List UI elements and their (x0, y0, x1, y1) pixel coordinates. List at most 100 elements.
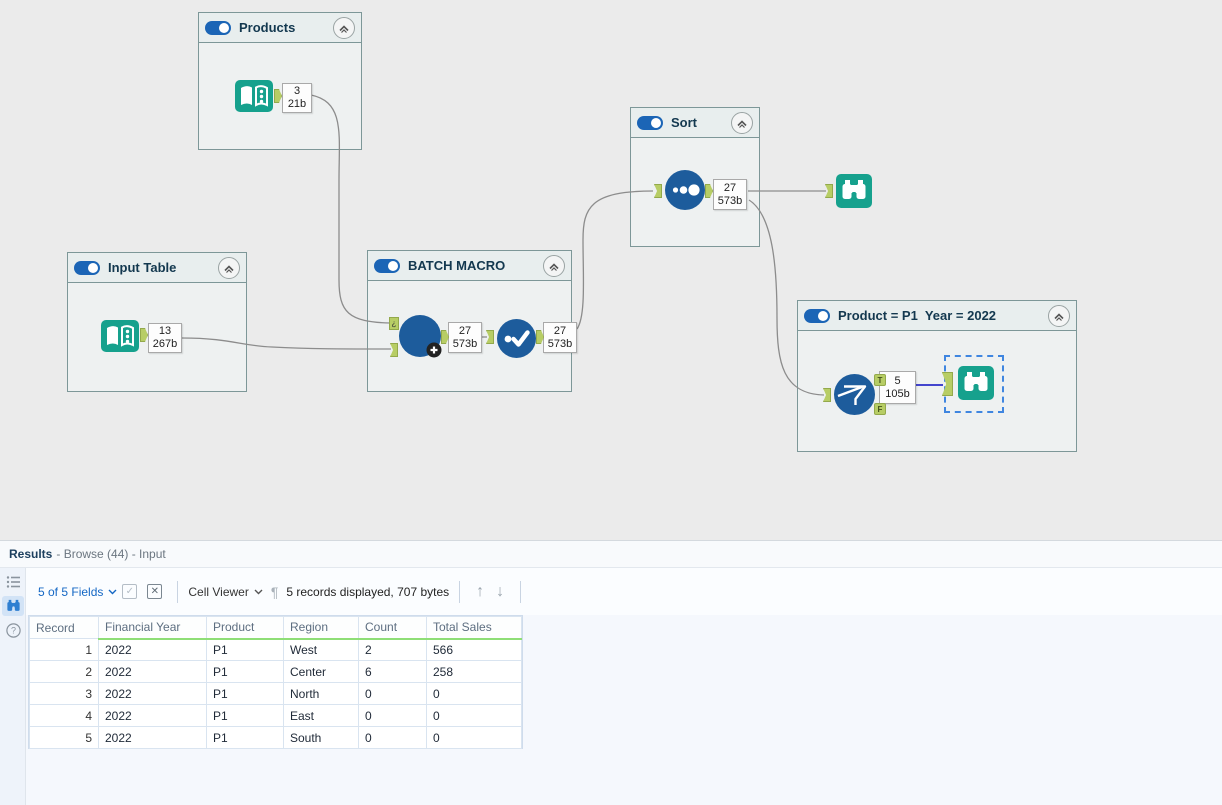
filter-tool[interactable] (834, 374, 875, 420)
input-data-tool-products[interactable] (234, 77, 274, 120)
cell-product[interactable]: P1 (206, 682, 284, 705)
cell-financial-year[interactable]: 2022 (98, 704, 207, 727)
chevron-up-icon (1054, 312, 1064, 321)
browse-tool-selected[interactable] (957, 364, 995, 407)
results-panel-header[interactable]: Results - Browse (44) - Input (0, 540, 1222, 568)
select-all-checkbox-icon[interactable]: ✓ (122, 584, 138, 599)
cell-record[interactable]: 1 (29, 638, 99, 661)
filter-funnel-icon (834, 374, 875, 415)
table-row[interactable]: 5 2022 P1 South 0 0 (29, 726, 522, 749)
clear-selection-icon[interactable]: ✕ (147, 584, 163, 599)
cell-financial-year[interactable]: 2022 (98, 638, 207, 661)
cell-total-sales[interactable]: 0 (426, 726, 522, 749)
container-sort-header[interactable]: Sort (631, 108, 759, 138)
column-header-product[interactable]: Product (206, 616, 284, 640)
output-anchor[interactable] (140, 328, 148, 342)
workflow-canvas[interactable]: Products Sort Input Table BATCH (0, 0, 1222, 540)
cell-count[interactable]: 2 (358, 638, 427, 661)
cell-total-sales[interactable]: 566 (426, 638, 522, 661)
cell-total-sales[interactable]: 0 (426, 682, 522, 705)
cell-record[interactable]: 4 (29, 704, 99, 727)
cell-count[interactable]: 0 (358, 704, 427, 727)
scroll-down-button[interactable]: ↓ (496, 582, 505, 600)
record-count-annotation[interactable]: 27 573b (543, 322, 577, 353)
cell-region[interactable]: North (283, 682, 359, 705)
container-filter-result-header[interactable]: Product = P1 Year = 2022 (798, 301, 1076, 331)
cell-region[interactable]: Center (283, 660, 359, 683)
cell-record[interactable]: 5 (29, 726, 99, 749)
collapse-button[interactable] (731, 111, 753, 134)
input-data-tool-table[interactable] (100, 317, 140, 360)
collapse-button[interactable] (543, 254, 565, 277)
collapse-button[interactable] (218, 256, 240, 279)
check-tool[interactable] (497, 319, 536, 363)
table-row[interactable]: 2 2022 P1 Center 6 258 (29, 660, 522, 683)
fields-dropdown[interactable]: 5 of 5 Fields (38, 585, 117, 599)
cell-total-sales[interactable]: 258 (426, 660, 522, 683)
column-header-count[interactable]: Count (358, 616, 427, 640)
container-enabled-toggle[interactable] (374, 258, 400, 273)
container-enabled-toggle[interactable] (205, 20, 231, 35)
container-input-table-header[interactable]: Input Table (68, 253, 246, 283)
cell-product[interactable]: P1 (206, 726, 284, 749)
column-header-total-sales[interactable]: Total Sales (426, 616, 522, 640)
record-count-annotation[interactable]: 13 267b (148, 323, 182, 353)
column-header-record[interactable]: Record (29, 616, 99, 639)
output-anchor[interactable] (441, 330, 449, 344)
container-batch-macro[interactable]: BATCH MACRO (367, 250, 572, 392)
cell-total-sales[interactable]: 0 (426, 704, 522, 727)
cell-financial-year[interactable]: 2022 (98, 726, 207, 749)
output-anchor[interactable] (274, 89, 282, 103)
collapse-button[interactable] (1048, 304, 1070, 327)
container-batch-macro-header[interactable]: BATCH MACRO (368, 251, 571, 281)
table-row[interactable]: 4 2022 P1 East 0 0 (29, 704, 522, 727)
cell-count[interactable]: 6 (358, 660, 427, 683)
record-count-annotation[interactable]: 27 573b (713, 179, 747, 210)
cell-count[interactable]: 0 (358, 682, 427, 705)
cell-product[interactable]: P1 (206, 704, 284, 727)
show-whitespace-icon[interactable]: ¶ (270, 583, 279, 600)
output-anchor[interactable] (705, 184, 713, 198)
cell-count[interactable]: 0 (358, 726, 427, 749)
true-output-anchor[interactable]: T (874, 374, 886, 386)
metadata-list-icon[interactable] (2, 572, 24, 592)
false-output-anchor[interactable]: F (874, 403, 886, 415)
scroll-up-button[interactable]: ↑ (476, 582, 485, 600)
cell-region[interactable]: South (283, 726, 359, 749)
cell-record[interactable]: 2 (29, 660, 99, 683)
container-filter-result[interactable]: Product = P1 Year = 2022 (797, 300, 1077, 452)
cell-viewer-dropdown[interactable]: Cell Viewer (188, 585, 263, 599)
record-count-annotation[interactable]: 27 573b (448, 322, 482, 353)
cell-financial-year[interactable]: 2022 (98, 682, 207, 705)
input-data-icon (101, 320, 139, 352)
cell-region[interactable]: West (283, 638, 359, 661)
cell-product[interactable]: P1 (206, 638, 284, 661)
output-anchor[interactable] (536, 330, 544, 344)
table-row[interactable]: 3 2022 P1 North 0 0 (29, 682, 522, 705)
toolbar-divider (177, 580, 179, 603)
container-enabled-toggle[interactable] (74, 260, 100, 275)
container-enabled-toggle[interactable] (804, 308, 830, 323)
container-products-header[interactable]: Products (199, 13, 361, 43)
container-input-table[interactable]: Input Table (67, 252, 247, 392)
record-count-annotation[interactable]: 5 105b (879, 371, 916, 404)
cell-record[interactable]: 3 (29, 682, 99, 705)
collapse-button[interactable] (333, 16, 355, 39)
batch-macro-tool[interactable] (399, 315, 444, 364)
container-enabled-toggle[interactable] (637, 115, 663, 130)
macro-control-input-anchor[interactable]: ¿ (389, 317, 399, 330)
input-anchor[interactable] (825, 184, 833, 198)
help-icon[interactable]: ? (2, 620, 24, 640)
browse-data-tab-icon[interactable] (2, 596, 24, 616)
cell-financial-year[interactable]: 2022 (98, 660, 207, 683)
toggle-knob (818, 310, 828, 321)
table-row[interactable]: 1 2022 P1 West 2 566 (29, 638, 522, 661)
cell-product[interactable]: P1 (206, 660, 284, 683)
cell-region[interactable]: East (283, 704, 359, 727)
browse-tool[interactable] (835, 172, 873, 215)
container-products[interactable]: Products (198, 12, 362, 150)
column-header-region[interactable]: Region (283, 616, 359, 640)
sort-tool[interactable] (665, 170, 705, 215)
record-count-annotation[interactable]: 3 21b (282, 83, 312, 113)
column-header-financial-year[interactable]: Financial Year (98, 616, 207, 640)
